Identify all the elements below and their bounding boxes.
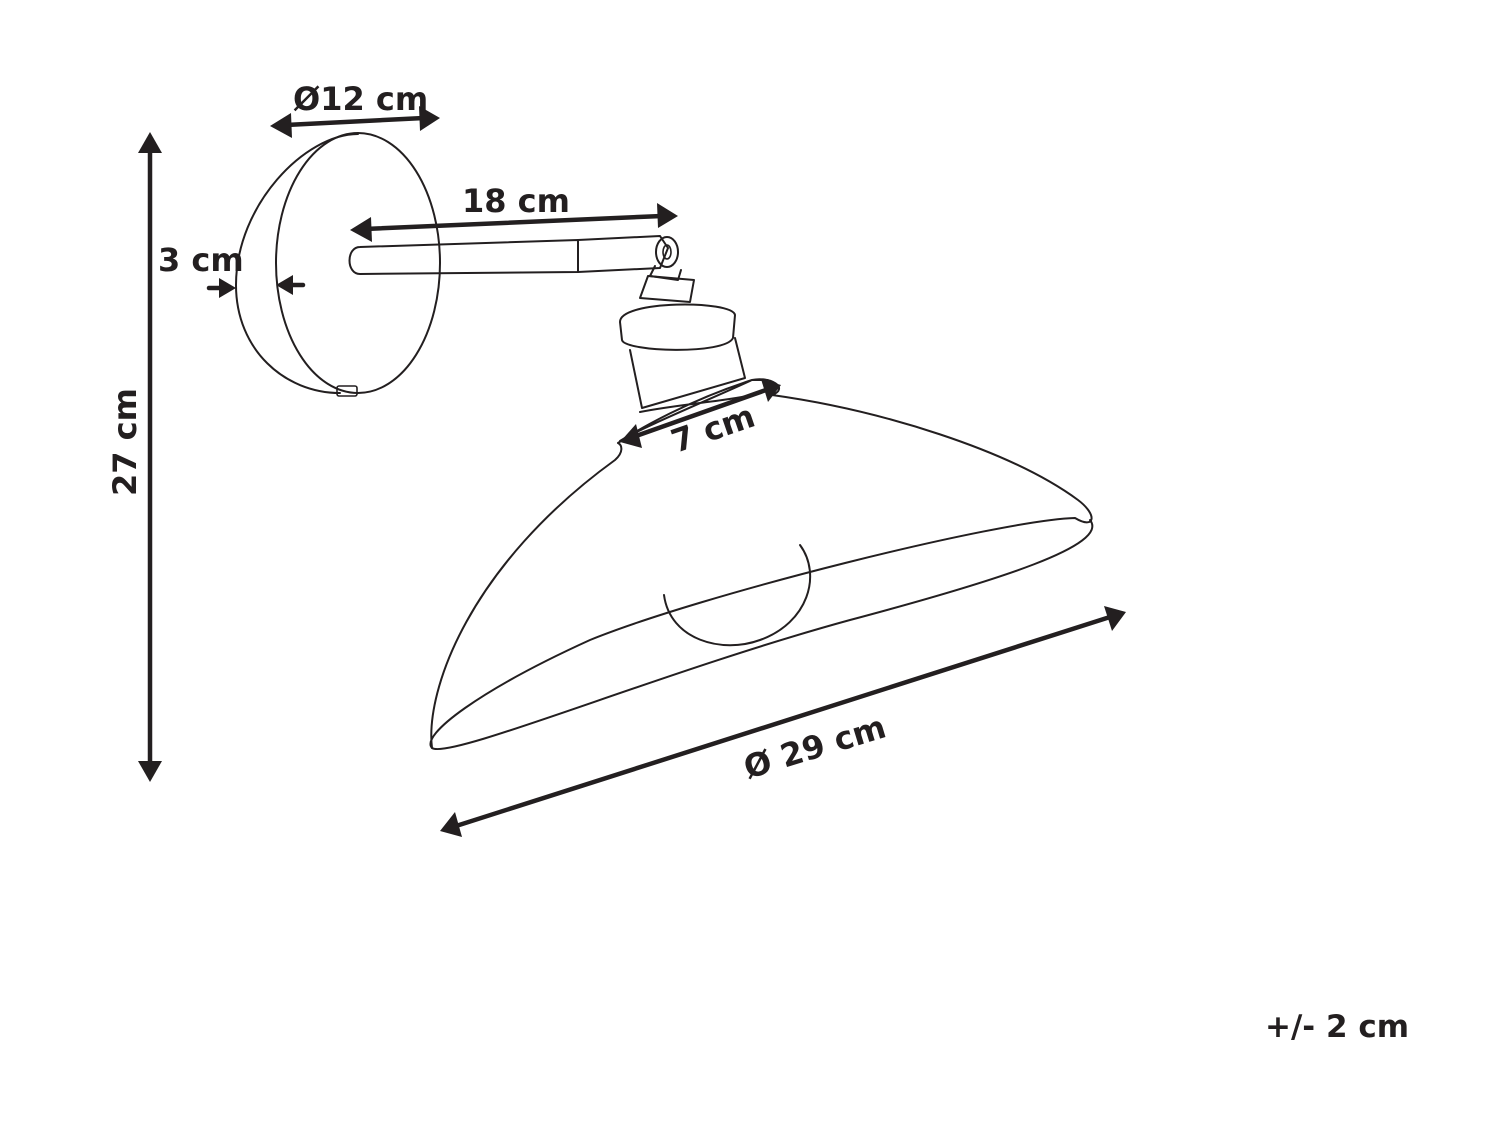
lamp-drawing [235,132,1094,751]
lamp-socket [619,265,746,409]
total-height-label: 27 cm [106,388,144,496]
lamp-shade [429,378,1094,751]
dimension-arrows [138,106,1126,837]
shade-diameter-arrow [453,614,1113,829]
lamp-arm [348,235,679,275]
wall-plate [235,132,441,397]
shade-diameter-label: Ø 29 cm [739,708,890,787]
lamp-bulb [663,544,812,647]
socket-width-arrow [633,387,769,439]
plate-depth-label: 3 cm [158,241,244,279]
plate-diameter-label: Ø12 cm [293,80,428,118]
arm-length-arrow [362,213,665,232]
arm-length-label: 18 cm [462,182,570,220]
tolerance-label: +/- 2 cm [1265,1009,1409,1045]
dimension-labels: Ø12 cm 18 cm 3 cm 27 cm 7 cm Ø 29 cm +/-… [106,80,1409,1045]
plate-diameter-arrow [283,115,427,128]
